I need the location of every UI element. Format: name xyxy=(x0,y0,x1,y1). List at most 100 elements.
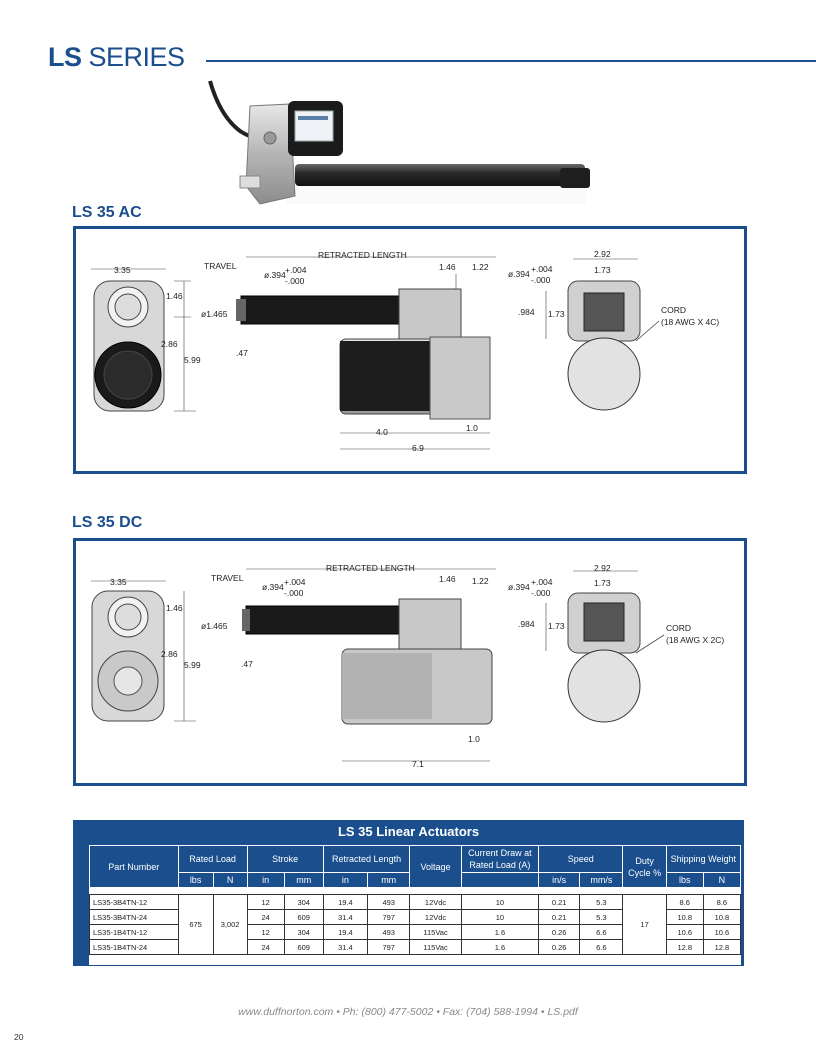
dim-width: 3.35 xyxy=(114,265,131,275)
cell-current: 1.6 xyxy=(460,924,540,940)
dim-retracted: RETRACTED LENGTH xyxy=(326,563,415,573)
drawing-box-dc: 3.35 1.46 2.86 5.99 TRAVEL ø.394 +.004 -… xyxy=(73,538,747,786)
dim-height: 5.99 xyxy=(184,355,201,365)
dim-travel: TRAVEL xyxy=(204,261,237,271)
header-part-number: Part Number xyxy=(89,845,179,888)
cell-speed-in: 0.26 xyxy=(538,939,581,955)
cell-stroke-mm: 304 xyxy=(283,924,324,940)
cell-stroke-in: 24 xyxy=(246,939,285,955)
dim-overall: 6.9 xyxy=(412,443,424,453)
dim-end: .47 xyxy=(236,348,248,358)
end-view xyxy=(545,570,665,723)
cell-voltage: 115Vac xyxy=(409,939,462,955)
cell-current: 1.6 xyxy=(460,939,540,955)
dim-cord-spec: (18 AWG X 2C) xyxy=(666,635,724,645)
unit-blank xyxy=(460,872,540,888)
dim-motor: 4.0 xyxy=(376,427,388,437)
dim-c1: 1.46 xyxy=(439,262,456,272)
cell-speed-mm: 6.6 xyxy=(579,939,624,955)
cell-part: LS35-3B4TN-24 xyxy=(89,909,179,925)
cell-ret-in: 19.4 xyxy=(322,894,369,910)
unit-mm: mm xyxy=(283,872,324,888)
dim-mid: 2.86 xyxy=(161,649,178,659)
dim-tol-plus: +.004 xyxy=(284,577,306,587)
cell-ret-mm: 797 xyxy=(367,939,411,955)
dim-cord-spec: (18 AWG X 4C) xyxy=(661,317,719,327)
header-duty-cycle: Duty Cycle % xyxy=(622,845,667,888)
dim-side-height: 1.73 xyxy=(548,621,565,631)
dim-travel: TRAVEL xyxy=(211,573,244,583)
cell-speed-mm: 5.3 xyxy=(579,909,624,925)
page-header: LS SERIES xyxy=(48,42,816,78)
cell-duty: 17 xyxy=(622,894,667,955)
cell-wt-lbs: 10.8 xyxy=(665,909,704,925)
front-view xyxy=(91,268,196,412)
title-rule xyxy=(206,60,816,62)
actuator-photo xyxy=(208,80,590,205)
dim-overall: 7.1 xyxy=(412,759,424,769)
cell-speed-in: 0.21 xyxy=(538,909,581,925)
unit-n: N xyxy=(212,872,248,888)
unit-lbs: lbs xyxy=(177,872,214,888)
spec-table-grid: Part Number Rated Load Stroke Retracted … xyxy=(89,845,742,965)
dim-cord: CORD xyxy=(666,623,691,633)
cell-ret-mm: 797 xyxy=(367,909,411,925)
section-label-dc: LS 35 DC xyxy=(72,514,143,531)
unit-in: in xyxy=(246,872,285,888)
cell-current: 10 xyxy=(460,894,540,910)
dim-tol-minus: -.000 xyxy=(285,276,305,286)
dim-width: 3.35 xyxy=(110,577,127,587)
spec-table: Part Number Rated Load Stroke Retracted … xyxy=(89,845,742,955)
header-current-draw: Current Draw at Rated Load (A) xyxy=(460,845,540,873)
dim-hole2: ø.394 xyxy=(508,269,530,279)
dim-tol2-plus: +.004 xyxy=(531,577,553,587)
cell-speed-mm: 5.3 xyxy=(579,894,624,910)
front-view xyxy=(91,580,196,722)
dim-hole2: ø.394 xyxy=(508,582,530,592)
dim-side-height: 1.73 xyxy=(548,309,565,319)
dim-rod: ø1.465 xyxy=(201,309,228,319)
cell-speed-in: 0.26 xyxy=(538,924,581,940)
side-view xyxy=(242,568,496,762)
cell-stroke-mm: 304 xyxy=(283,894,324,910)
cell-wt-n: 10.8 xyxy=(702,909,742,925)
unit-in-per-s: in/s xyxy=(538,872,581,888)
cell-stroke-mm: 609 xyxy=(283,939,324,955)
dimension-drawing-dc: 3.35 1.46 2.86 5.99 TRAVEL ø.394 +.004 -… xyxy=(91,563,724,769)
dim-tol2-plus: +.004 xyxy=(531,264,553,274)
cell-rated-lbs: 675 xyxy=(177,894,214,955)
cell-speed-mm: 6.6 xyxy=(579,924,624,940)
header-speed: Speed xyxy=(538,845,624,873)
dim-tol-minus: -.000 xyxy=(284,588,304,598)
cell-wt-lbs: 10.6 xyxy=(665,924,704,940)
dim-hole: ø.394 xyxy=(262,582,284,592)
cell-ret-mm: 493 xyxy=(367,924,411,940)
dim-cord: CORD xyxy=(661,305,686,315)
cell-wt-lbs: 12.8 xyxy=(665,939,704,955)
header-voltage: Voltage xyxy=(409,845,462,888)
dim-gear: 1.0 xyxy=(466,423,478,433)
unit-mm-per-s: mm/s xyxy=(579,872,624,888)
cell-part: LS35-1B4TN-24 xyxy=(89,939,179,955)
cell-ret-in: 31.4 xyxy=(322,909,369,925)
dim-height: 5.99 xyxy=(184,660,201,670)
spec-table-title: LS 35 Linear Actuators xyxy=(337,824,480,839)
cell-stroke-in: 24 xyxy=(246,909,285,925)
cell-ret-in: 19.4 xyxy=(322,924,369,940)
dim-tol2-minus: -.000 xyxy=(531,275,551,285)
dim-c2: 1.22 xyxy=(472,262,489,272)
cell-stroke-in: 12 xyxy=(246,894,285,910)
dimension-drawing-ac: 3.35 1.46 2.86 5.99 TRAVEL ø.394 +.004 -… xyxy=(91,249,719,453)
cell-ret-mm: 493 xyxy=(367,894,411,910)
dim-top: 1.46 xyxy=(166,603,183,613)
table-row: LS35-1B4TN-24 24 609 31.4 797 115Vac 1.6… xyxy=(89,939,742,955)
header-stroke: Stroke xyxy=(246,845,324,873)
cell-speed-in: 0.21 xyxy=(538,894,581,910)
side-view xyxy=(236,256,496,450)
unit-n: N xyxy=(702,872,742,888)
cell-part: LS35-1B4TN-12 xyxy=(89,924,179,940)
dim-c2: 1.22 xyxy=(472,576,489,586)
dim-top: 1.46 xyxy=(166,291,183,301)
unit-in: in xyxy=(322,872,369,888)
cell-wt-n: 8.6 xyxy=(702,894,742,910)
